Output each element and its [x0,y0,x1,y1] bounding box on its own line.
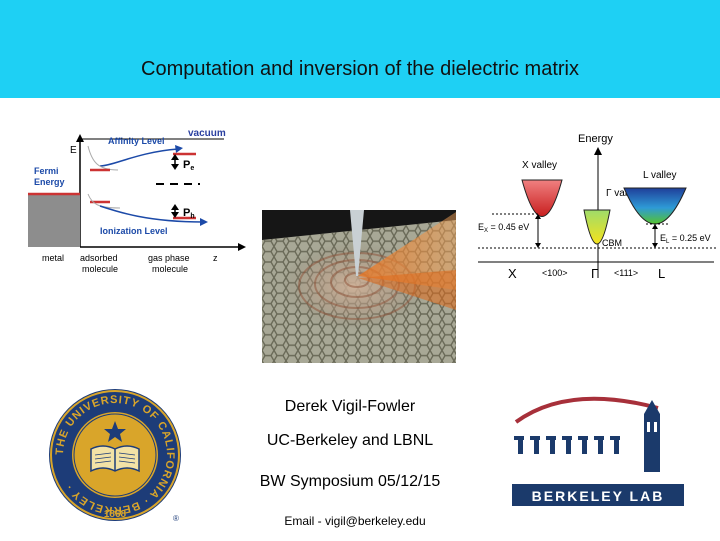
author-name: Derek Vigil-Fowler [284,398,416,415]
gamma-point-label: Γ [591,266,598,281]
gas-label-2: molecule [152,264,188,274]
x-valley-label: X valley [522,160,557,171]
vacuum-label: vacuum [188,128,226,139]
ionization-label: Ionization Level [100,226,168,236]
axis-e-label: E [70,145,77,156]
el-label: EL = 0.25 eV [660,233,711,245]
energy-level-diagram: E vacuum Fermi Energy Affinity Level Pe … [28,128,246,274]
affiliation: UC-Berkeley and LBNL [266,432,434,449]
axis-z-label: z [213,253,218,263]
ex-label: EX = 0.45 eV [478,222,529,234]
stm-graphene-image [262,210,456,363]
x-valley [521,179,563,217]
seal-year: 1868 [104,509,127,520]
band-valley-diagram: Energy X valley Γ valley L valley EX = 0… [478,133,718,281]
seal-registered: ® [173,514,179,523]
dir-111-label: <111> [614,268,638,278]
affinity-label: Affinity Level [108,136,165,146]
adsorbed-label-2: molecule [82,264,118,274]
energy-label: Energy [578,133,613,145]
gamma-valley [583,209,611,245]
pe-label: Pe [183,159,194,172]
x-point-label: X [508,266,517,281]
fermi-label-1: Fermi [34,166,59,176]
dir-100-label: <100> [542,268,568,278]
gamma-valley-label: Γ valley [606,188,640,199]
adsorbed-label-1: adsorbed [80,253,118,263]
metal-label: metal [42,253,64,263]
berkeley-lab-name: BERKELEY LAB [532,488,665,504]
gas-label-1: gas phase [148,253,190,263]
title-banner [0,0,720,98]
metal-block [28,194,80,247]
slide-title: Computation and inversion of the dielect… [141,58,579,80]
berkeley-lab-logo: BERKELEY LAB [512,396,684,506]
event-date: BW Symposium 05/12/15 [259,473,441,490]
ph-label: Ph [183,207,195,220]
l-valley [623,187,687,225]
email-address: Email - vigil@berkeley.edu [284,514,426,528]
l-point-label: L [658,266,665,281]
l-valley-label: L valley [643,170,677,181]
fermi-label-2: Energy [34,177,65,187]
cbm-label: CBM [602,238,622,248]
uc-berkeley-seal: THE UNIVERSITY OF CALIFORNIA · BERKELEY … [49,389,181,523]
